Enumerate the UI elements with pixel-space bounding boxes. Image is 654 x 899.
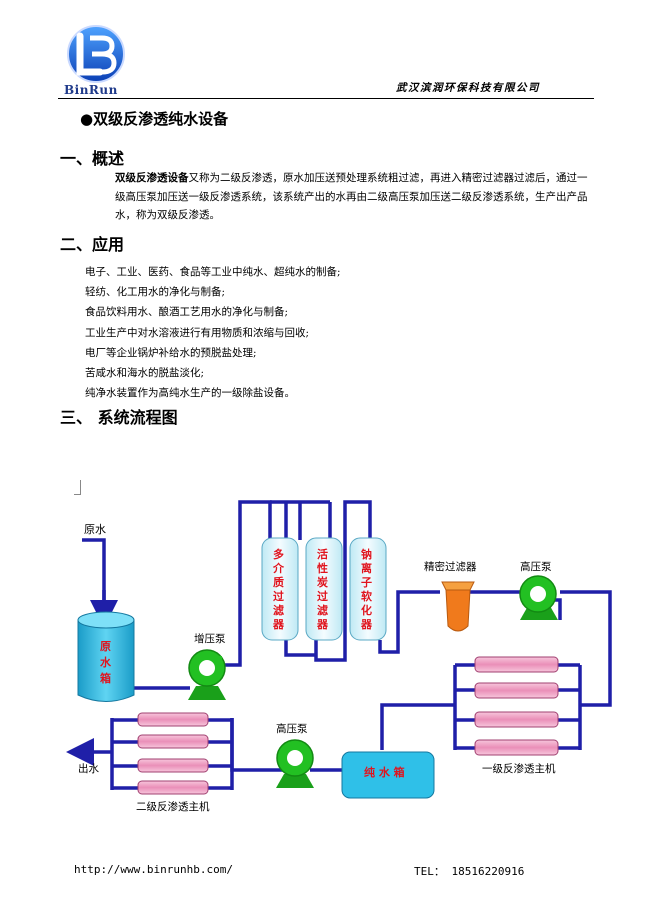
booster-pump-label: 增压泵 [194,632,226,645]
overview-body: 又称为二级反渗透，原水加压送预处理系统粗过滤，再进入精密过滤器过滤后，通过一级高… [115,172,588,221]
outlet-label: 出水 [78,762,99,775]
pure-tank-label: 纯 水 箱 [364,765,405,779]
ro2-membranes [137,712,209,795]
document-title: ●双级反渗透纯水设备 [80,110,229,128]
application-heading: 二、应用 [60,235,125,254]
filter3-char: 钠 [361,547,372,561]
filter2-char: 性 [317,561,328,575]
header-divider [58,98,594,99]
pure-water-tank: 纯 水 箱 [341,751,435,799]
filter3-char: 软 [361,589,373,603]
ro1-membranes [474,656,559,756]
hp-pump-1-label: 高压泵 [520,560,552,573]
overview-heading: 一、概述 [60,149,125,168]
list-item: 电子、工业、医药、食品等工业中纯水、超纯水的制备; [85,266,341,278]
hp-pump-1-icon [519,575,558,620]
filter3-char: 器 [360,618,373,631]
margin-corner-mark [74,480,81,495]
hp-pump-2-icon [276,739,314,788]
company-name: 武汉滨润环保科技有限公司 [396,82,540,94]
filter2-char: 炭 [317,575,328,589]
raw-water-tank: 原 水 箱 [77,611,135,702]
filter2-char: 过 [317,589,328,603]
filter1-char: 滤 [273,603,284,617]
precision-filter-label: 精密过滤器 [424,560,477,573]
tank-char: 原 [100,640,111,653]
footer-tel: TEL： 18516220916 [414,865,525,878]
filter2-char: 器 [316,618,329,631]
ro1-label: 一级反渗透主机 [482,762,556,775]
booster-pump-icon [188,649,226,700]
filter1-char: 多 [273,547,284,561]
footer-url: http://www.binrunhb.com/ [74,863,233,876]
filter1-char: 介 [272,561,285,575]
multimedia-filter: 多 介 质 过 滤 器 [261,537,299,641]
filter3-char: 化 [361,603,372,617]
list-item: 电厂等企业锅炉补给水的预脱盐处理; [85,346,257,359]
list-item: 工业生产中对水溶液进行有用物质和浓缩与回收; [85,326,310,339]
application-list: 电子、工业、医药、食品等工业中纯水、超纯水的制备; 轻纺、化工用水的净化与制备;… [85,262,341,403]
sodium-ion-softener: 钠 离 子 软 化 器 [349,537,387,641]
list-item: 食品饮料用水、酿酒工艺用水的净化与制备; [85,306,289,319]
list-item: 纯净水装置作为高纯水生产的一级除盐设备。 [85,387,295,400]
list-item: 苦咸水和海水的脱盐淡化; [85,366,205,379]
filter1-char: 质 [273,575,284,589]
filter2-char: 滤 [317,603,328,617]
tank-char: 箱 [100,671,111,685]
flow-heading: 三、 系统流程图 [60,408,178,427]
overview-lead: 双级反渗透设备 [115,172,189,184]
filter3-char: 子 [361,576,372,589]
filter2-char: 活 [317,547,328,561]
overview-paragraph: 双级反渗透设备又称为二级反渗透，原水加压送预处理系统粗过滤，再进入精密过滤器过滤… [115,169,588,225]
ro2-label: 二级反渗透主机 [136,800,210,813]
activated-carbon-filter: 活 性 炭 过 滤 器 [305,537,343,641]
filter1-char: 过 [273,589,284,603]
list-item: 轻纺、化工用水的净化与制备; [85,286,226,299]
brand-name: BinRun [64,83,118,97]
raw-water-label: 原水 [84,523,106,536]
precision-filter-icon [441,581,475,632]
filter1-char: 器 [272,618,285,631]
binrun-logo-icon [67,25,125,83]
system-flow-diagram: 原水 原 水 箱 增压泵 多 介 质 过 滤 器 活 性 炭 过 滤 器 钠 离… [66,500,612,813]
filter3-char: 离 [361,561,372,575]
hp-pump-2-label: 高压泵 [276,722,308,735]
tank-char: 水 [100,655,112,669]
pipes [66,500,612,790]
